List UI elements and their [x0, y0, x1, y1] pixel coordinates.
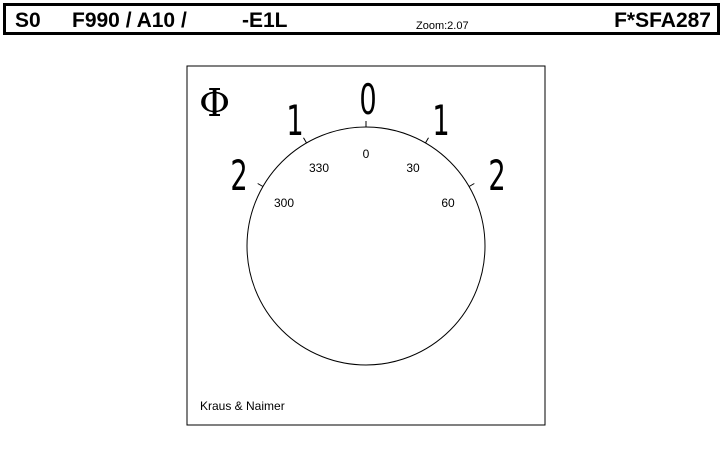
tick-marks	[257, 121, 475, 187]
tick-mark-60	[468, 183, 475, 187]
tick-mark-30	[425, 137, 429, 144]
variant-label: -E1L	[242, 9, 288, 32]
phase-symbol-icon: Φ	[199, 81, 230, 125]
tick-mark-330	[303, 137, 307, 144]
position-label-right-1: 1	[432, 96, 449, 145]
position-label-right-2: 2	[488, 151, 505, 200]
zoom-label: Zoom:2.07	[416, 20, 469, 32]
tick-mark-300	[257, 183, 264, 187]
position-label-left-1: 1	[286, 96, 303, 145]
header-bar: S0 F990 / A10 / -E1L Zoom:2.07 F*SFA287	[3, 3, 720, 35]
reference-label: F*SFA287	[614, 9, 711, 32]
angle-label-300: 300	[274, 196, 294, 210]
position-label-0: 0	[359, 75, 376, 124]
angle-label-60: 60	[441, 196, 455, 210]
series-label: S0	[15, 9, 41, 32]
position-label-left-2: 2	[230, 151, 247, 200]
brand-label: Kraus & Naimer	[200, 399, 285, 413]
angle-label-330: 330	[309, 161, 329, 175]
type-code-label: F990 / A10 /	[72, 9, 187, 32]
angle-label-30: 30	[406, 161, 420, 175]
angle-label-0: 0	[363, 147, 370, 161]
